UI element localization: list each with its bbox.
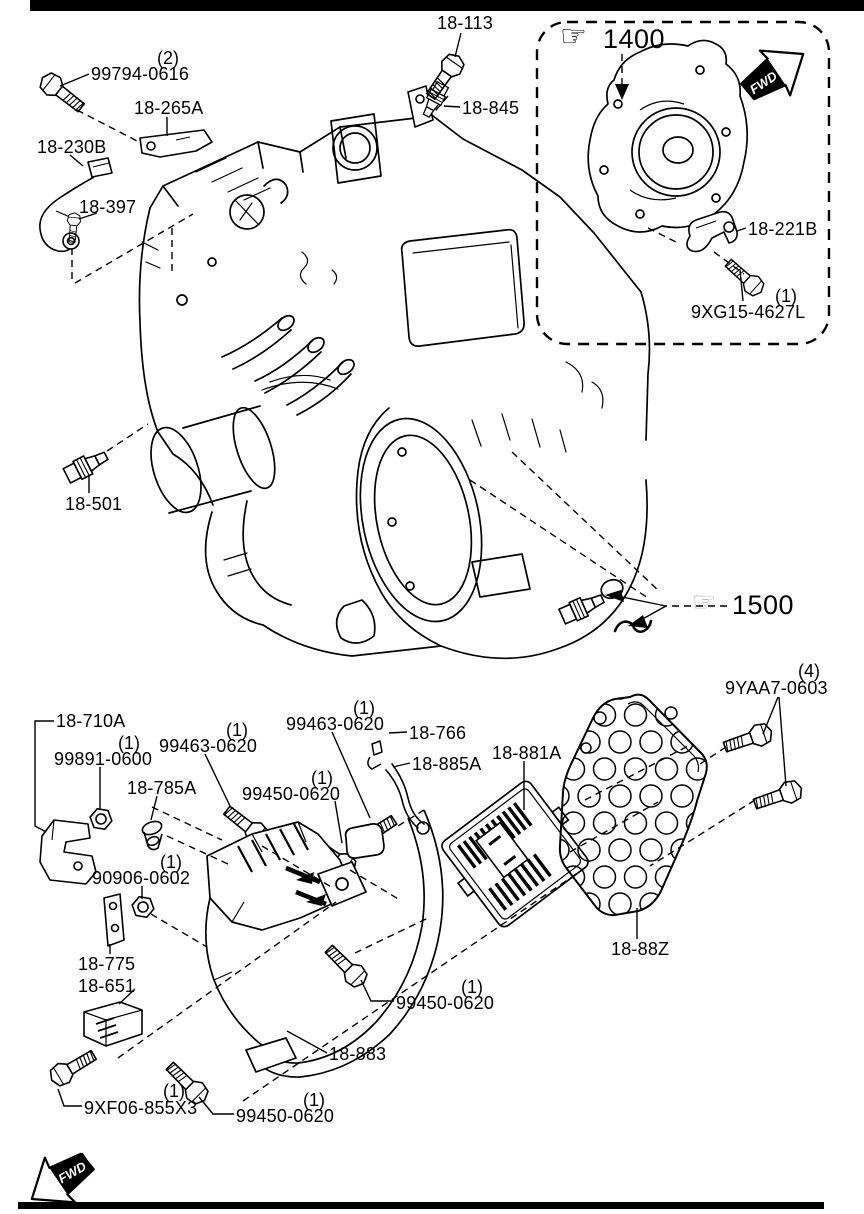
- part-label-99463-0620: 99463-0620: [286, 714, 385, 734]
- part-label-18-221b: 18-221B: [748, 219, 818, 239]
- part-label-99463-0620: 99463-0620: [159, 736, 258, 756]
- arrowhead-mount-a: [296, 872, 314, 884]
- part-label-99891-0600: 99891-0600: [54, 749, 153, 769]
- part-label-99450-0620: 99450-0620: [236, 1106, 335, 1126]
- part-label-18-766: 18-766: [409, 723, 467, 743]
- qty-label-99463-0620: (1): [353, 698, 375, 718]
- part-label-90906-0602: 90906-0602: [92, 868, 191, 888]
- part-label-18-397: 18-397: [79, 197, 137, 217]
- part-label-18-501: 18-501: [65, 494, 123, 514]
- arrowhead-1400: [615, 84, 629, 100]
- part-label-18-88z: 18-88Z: [611, 939, 670, 959]
- qty-label-99794-0616: (2): [157, 48, 179, 68]
- ref-label-1500: 1500: [732, 590, 795, 620]
- assembly-dashed-lines: [71, 54, 756, 1102]
- part-label-18-785a: 18-785A: [127, 778, 197, 798]
- part-label-18-881a: 18-881A: [492, 743, 562, 763]
- part-label-18-651: 18-651: [78, 976, 136, 996]
- part-label-18-775: 18-775: [78, 954, 136, 974]
- bracket-18-885a: [385, 763, 430, 835]
- qty-label-99891-0600: (1): [118, 733, 140, 753]
- part-label-9xf06-855x3: 9XF06-855X3: [84, 1098, 198, 1118]
- part-label-9xg15-4627l: 9XG15-4627L: [691, 302, 806, 322]
- fork-lines-1500: [621, 596, 667, 622]
- clip-18-766: [367, 740, 383, 770]
- sensor-18-221b: [686, 210, 738, 253]
- qty-label-9yaa7-0603: (4): [798, 661, 820, 681]
- box-18-651: [83, 1001, 143, 1047]
- part-label-9yaa7-0603: 9YAA7-0603: [725, 678, 828, 698]
- plate-18-775: [103, 893, 125, 947]
- part-label-18-885a: 18-885A: [412, 754, 482, 774]
- grommet-18-785a: [141, 820, 163, 851]
- part-label-99450-0620: 99450-0620: [242, 784, 341, 804]
- fwd-arrow-top: FWD: [740, 49, 805, 101]
- ref-label-1400: 1400: [603, 24, 666, 54]
- cover-18-88z: [558, 693, 708, 917]
- qty-label-9xg15-4627l: (1): [775, 286, 797, 306]
- part-label-18-845: 18-845: [462, 98, 520, 118]
- part-label-18-265a: 18-265A: [134, 98, 204, 118]
- qty-label-99450-0620: (1): [461, 977, 483, 997]
- pointing-hand-icon: ☞: [692, 587, 717, 618]
- arrowhead-1500-oring: [605, 590, 624, 602]
- part-label-18-230b: 18-230B: [37, 137, 107, 157]
- part-label-18-113: 18-113: [437, 13, 493, 33]
- qty-label-9xf06-855x3: (1): [163, 1081, 185, 1101]
- qty-label-99450-0620: (1): [303, 1090, 325, 1110]
- bracket-18-265a: [139, 129, 213, 158]
- part-label-18-710a: 18-710A: [56, 711, 126, 731]
- qty-label-90906-0602: (1): [160, 852, 182, 872]
- part-label-99450-0620: 99450-0620: [396, 993, 495, 1013]
- pointing-hand-icon: ☞: [560, 19, 587, 54]
- inset-dashed-box: [535, 20, 831, 346]
- top-border-bar: [30, 0, 864, 11]
- bracket-18-710a: [39, 819, 97, 885]
- part-label-18-883: 18-883: [329, 1044, 387, 1064]
- bracket-18-845: [407, 85, 434, 128]
- part-label-99794-0616: 99794-0616: [91, 64, 190, 84]
- engine-assembly: [138, 113, 651, 660]
- qty-label-99450-0620: (1): [311, 768, 333, 788]
- bottom-border-bar: [18, 1202, 824, 1209]
- qty-label-99463-0620: (1): [226, 720, 248, 740]
- timing-cover-1400: [587, 39, 749, 233]
- arrowhead-mount-b: [306, 894, 326, 906]
